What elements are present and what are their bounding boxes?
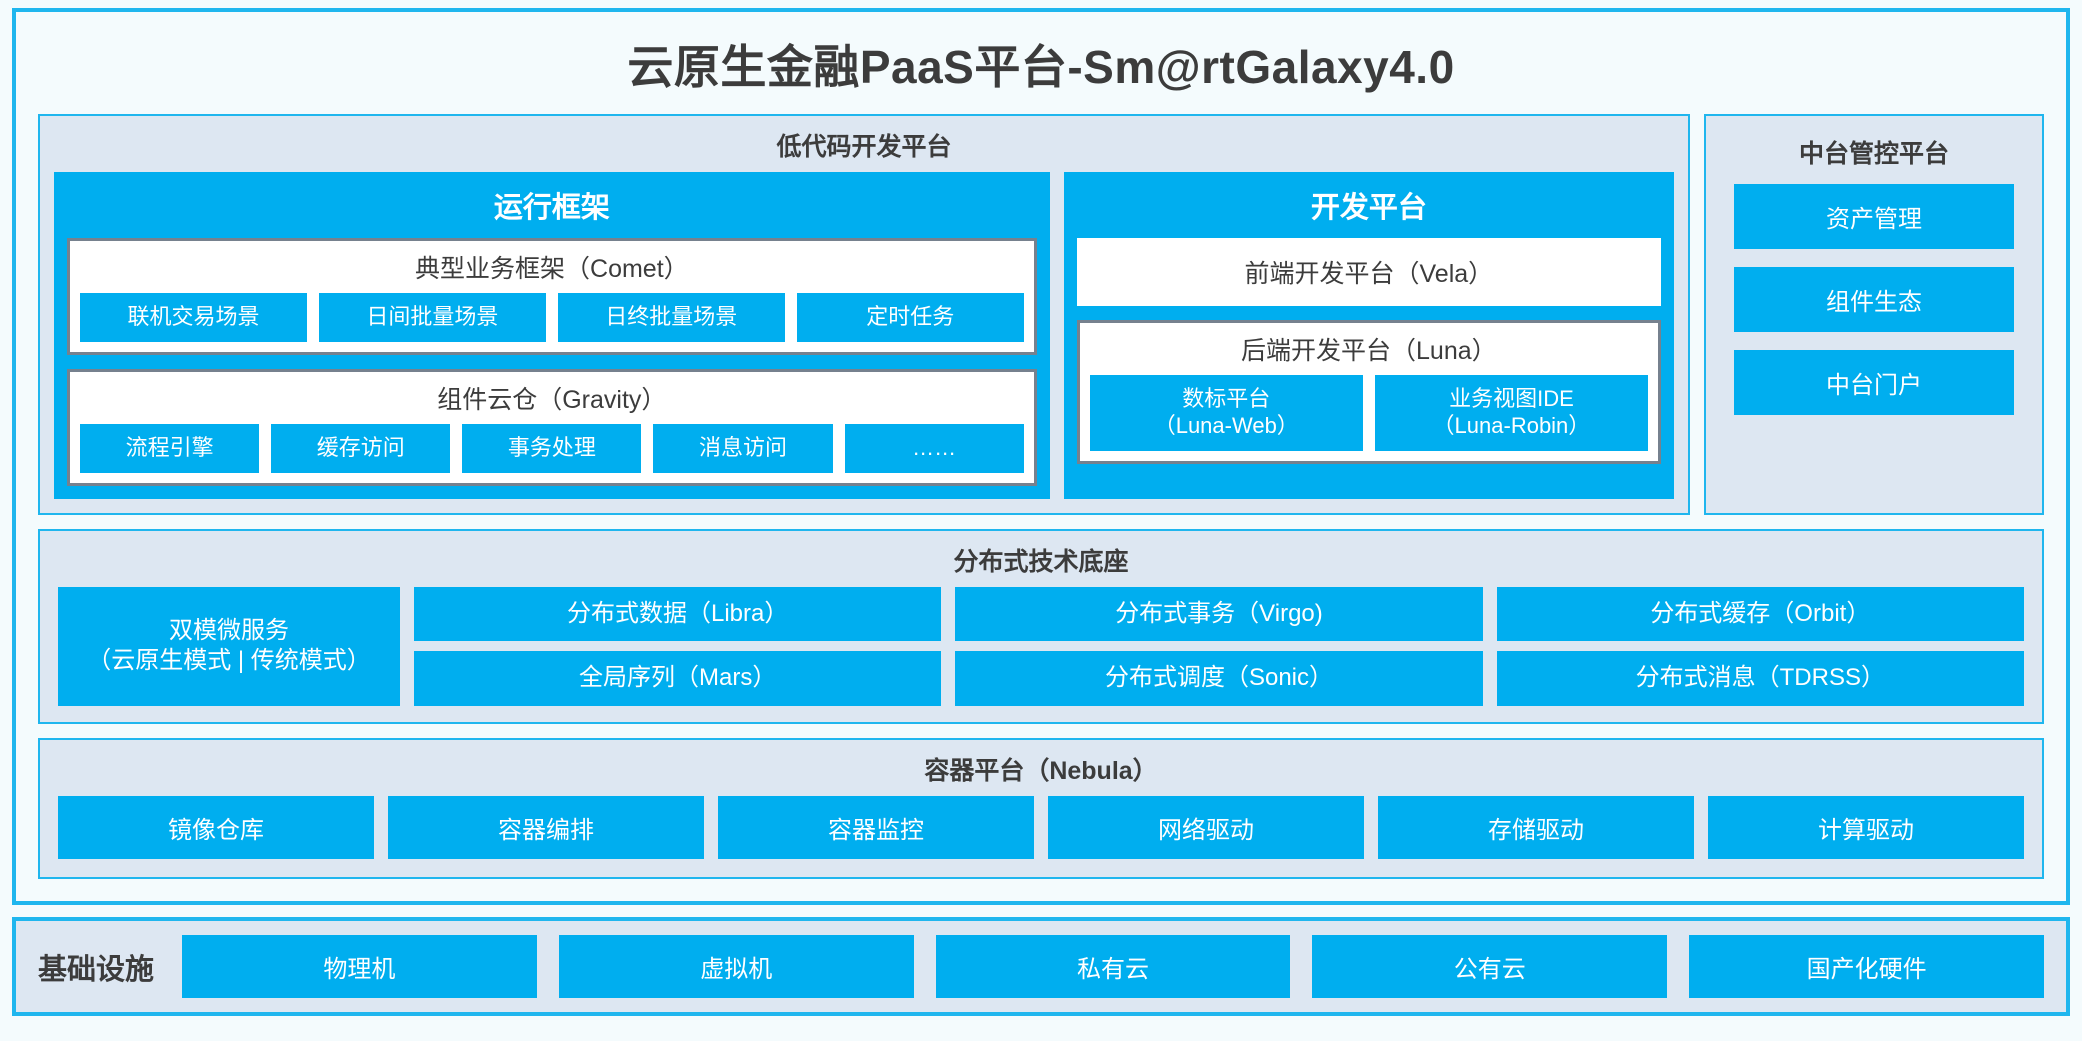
container-platform-item-monitoring[interactable]: 容器监控 [718, 796, 1034, 860]
runtime-framework-box: 运行框架 典型业务框架（Comet） 联机交易场景 日间批量场景 日终批量场景 … [54, 172, 1050, 499]
container-platform-item-orchestration[interactable]: 容器编排 [388, 796, 704, 860]
backend-platform-luna-box: 后端开发平台（Luna） 数标平台 （Luna-Web） 业务视图IDE （Lu… [1076, 320, 1661, 464]
development-platform-box: 开发平台 前端开发平台（Vela） 后端开发平台（Luna） 数标平台 （Lun… [1063, 172, 1674, 499]
container-platform-panel: 容器平台（Nebula） 镜像仓库 容器编排 容器监控 网络驱动 存储驱动 计算… [38, 738, 2044, 880]
tech-base-title: 分布式技术底座 [953, 547, 1129, 576]
tech-base-item-orbit[interactable]: 分布式缓存（Orbit） [1496, 586, 2024, 642]
infrastructure-item-private-cloud[interactable]: 私有云 [935, 935, 1291, 999]
luna-item-luna-web[interactable]: 数标平台 （Luna-Web） [1089, 375, 1363, 451]
gravity-title: 组件云仓（Gravity） [437, 385, 667, 414]
tech-base-microservice[interactable]: 双模微服务 （云原生模式 | 传统模式） [58, 586, 400, 707]
comet-item-row: 联机交易场景 日间批量场景 日终批量场景 定时任务 [80, 293, 1024, 342]
infrastructure-item-public-cloud[interactable]: 公有云 [1312, 935, 1668, 999]
backend-platform-luna-title: 后端开发平台（Luna） [1241, 337, 1497, 365]
luna-item-sublabel: （Luna-Robin） [1432, 412, 1591, 438]
container-platform-title: 容器平台（Nebula） [924, 757, 1158, 786]
lowcode-platform-panel: 低代码开发平台 运行框架 典型业务框架（Comet） 联机交易场景 日间批量场景… [38, 114, 1690, 515]
luna-item-luna-robin[interactable]: 业务视图IDE （Luna-Robin） [1374, 375, 1649, 451]
microservice-line2: （云原生模式 | 传统模式） [87, 647, 371, 675]
lowcode-platform-title: 低代码开发平台 [776, 133, 952, 161]
control-platform-item-portal[interactable]: 中台门户 [1734, 350, 2014, 415]
development-platform-title: 开发平台 [1310, 192, 1427, 224]
tech-base-item-mars[interactable]: 全局序列（Mars） [414, 651, 942, 707]
luna-item-label: 业务视图IDE [1449, 386, 1574, 411]
gravity-item[interactable]: 事务处理 [462, 423, 642, 473]
infrastructure-label: 基础设施 [38, 953, 155, 986]
comet-item[interactable]: 日终批量场景 [557, 293, 785, 342]
comet-item[interactable]: 联机交易场景 [80, 293, 307, 342]
tech-base-col-2: 分布式事务（Virgo) 分布式调度（Sonic） [955, 586, 1483, 707]
infrastructure-item-physical[interactable]: 物理机 [182, 935, 537, 999]
tech-base-item-tdrss[interactable]: 分布式消息（TDRSS） [1496, 651, 2024, 707]
top-region: 低代码开发平台 运行框架 典型业务框架（Comet） 联机交易场景 日间批量场景… [38, 114, 2044, 515]
microservice-line1: 双模微服务 [169, 616, 289, 644]
comet-item[interactable]: 日间批量场景 [318, 293, 546, 342]
infrastructure-items: 物理机 虚拟机 私有云 公有云 国产化硬件 [182, 935, 2044, 999]
control-platform-item-asset[interactable]: 资产管理 [1734, 184, 2014, 249]
runtime-framework-title: 运行框架 [493, 192, 610, 224]
tech-base-body: 双模微服务 （云原生模式 | 传统模式） 分布式数据（Libra） 全局序列（M… [40, 586, 2042, 707]
page-title: 云原生金融PaaS平台-Sm@rtGalaxy4.0 [627, 41, 1455, 93]
luna-item-label: 数标平台 [1182, 386, 1271, 411]
main-architecture-frame: 云原生金融PaaS平台-Sm@rtGalaxy4.0 低代码开发平台 运行框架 … [12, 8, 2070, 906]
infrastructure-bar: 基础设施 物理机 虚拟机 私有云 公有云 国产化硬件 [12, 917, 2070, 1017]
container-platform-item-compute-driver[interactable]: 计算驱动 [1708, 796, 2024, 860]
infrastructure-item-domestic-hardware[interactable]: 国产化硬件 [1689, 935, 2044, 999]
gravity-item[interactable]: 消息访问 [653, 423, 833, 473]
comet-title: 典型业务框架（Comet） [415, 255, 689, 283]
tech-base-col-1: 分布式数据（Libra） 全局序列（Mars） [414, 586, 942, 707]
tech-base-microservice-col: 双模微服务 （云原生模式 | 传统模式） [58, 586, 400, 707]
container-platform-items: 镜像仓库 容器编排 容器监控 网络驱动 存储驱动 计算驱动 [40, 796, 2042, 860]
comet-box: 典型业务框架（Comet） 联机交易场景 日间批量场景 日终批量场景 定时任务 [67, 238, 1037, 355]
tech-base-col-3: 分布式缓存（Orbit） 分布式消息（TDRSS） [1496, 586, 2024, 707]
gravity-item-row: 流程引擎 缓存访问 事务处理 消息访问 …… [80, 423, 1024, 473]
tech-base-item-libra[interactable]: 分布式数据（Libra） [414, 586, 942, 642]
control-platform-panel: 中台管控平台 资产管理 组件生态 中台门户 [1704, 114, 2044, 515]
frontend-platform-vela[interactable]: 前端开发平台（Vela） [1076, 238, 1661, 306]
gravity-item[interactable]: 缓存访问 [271, 423, 451, 473]
container-platform-item-storage-driver[interactable]: 存储驱动 [1378, 796, 1694, 860]
container-platform-item-image-repo[interactable]: 镜像仓库 [58, 796, 374, 860]
luna-item-sublabel: （Luna-Web） [1153, 412, 1299, 438]
tech-base-panel: 分布式技术底座 双模微服务 （云原生模式 | 传统模式） 分布式数据（Libra… [38, 528, 2044, 725]
tech-base-item-sonic[interactable]: 分布式调度（Sonic） [955, 651, 1483, 707]
gravity-item-ellipsis[interactable]: …… [844, 423, 1024, 473]
container-platform-item-network-driver[interactable]: 网络驱动 [1048, 796, 1364, 860]
control-platform-item-component[interactable]: 组件生态 [1734, 267, 2014, 332]
infrastructure-item-virtual[interactable]: 虚拟机 [558, 935, 914, 999]
comet-item[interactable]: 定时任务 [796, 293, 1024, 342]
control-platform-title: 中台管控平台 [1798, 140, 1949, 168]
control-platform-items: 资产管理 组件生态 中台门户 [1706, 184, 2042, 415]
luna-item-row: 数标平台 （Luna-Web） 业务视图IDE （Luna-Robin） [1089, 375, 1649, 451]
tech-base-item-virgo[interactable]: 分布式事务（Virgo) [955, 586, 1483, 642]
gravity-item[interactable]: 流程引擎 [80, 423, 260, 473]
gravity-box: 组件云仓（Gravity） 流程引擎 缓存访问 事务处理 消息访问 …… [67, 368, 1037, 486]
lowcode-platform-body: 运行框架 典型业务框架（Comet） 联机交易场景 日间批量场景 日终批量场景 … [40, 172, 1688, 499]
